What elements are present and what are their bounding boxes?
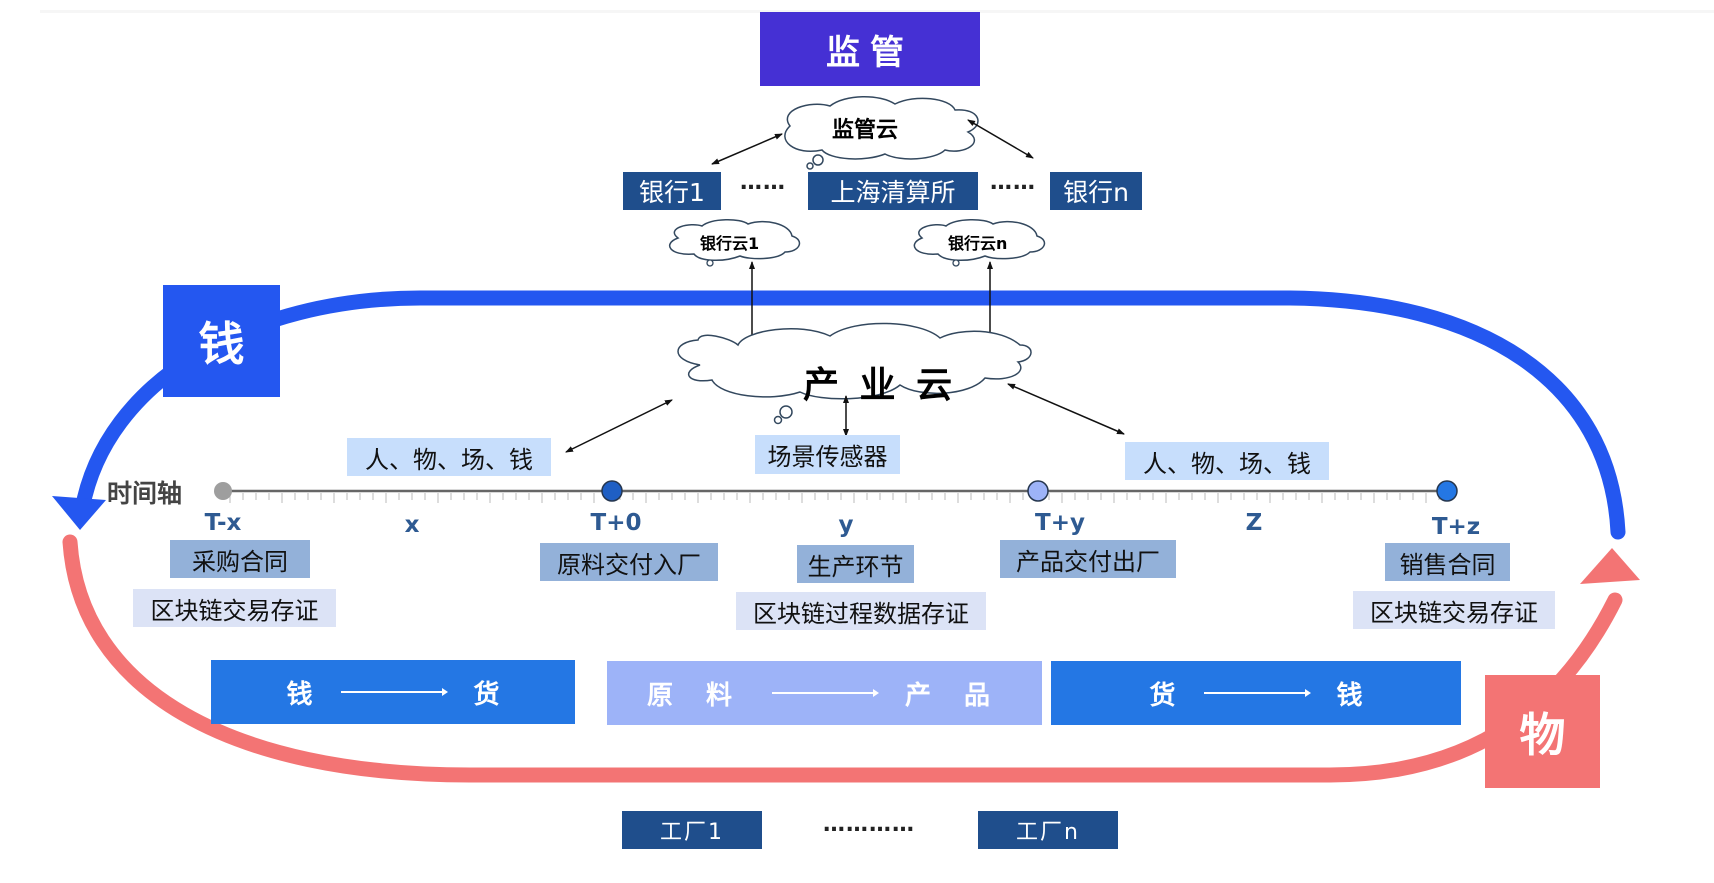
flow-money-to-goods: 钱 货 xyxy=(211,660,575,724)
supervision-to-bankn-arrow xyxy=(967,119,1034,159)
elements-right-box: 人、物、场、钱 xyxy=(1125,442,1329,480)
flow-arrow-icon xyxy=(1203,689,1311,697)
flow-from: 钱 xyxy=(286,679,313,710)
flow-goods-to-money: 货 钱 xyxy=(1051,661,1461,725)
point-label-t-minus-x: T-x xyxy=(204,510,242,536)
sensor-label: 场景传感器 xyxy=(767,443,888,471)
proof-left: 区块链交易存证 xyxy=(133,589,336,627)
event-label: 产品交付出厂 xyxy=(1016,547,1160,576)
interval-label-x: x xyxy=(404,512,420,538)
industry-to-left-elements-arrow xyxy=(565,399,673,453)
point-label-t-plus-y: T+y xyxy=(1035,510,1085,536)
event-material-delivery: 原料交付入厂 xyxy=(540,543,718,581)
top-divider xyxy=(40,10,1714,13)
flow-from: 原 料 xyxy=(646,680,744,711)
flow-to: 钱 xyxy=(1336,680,1363,711)
bank-1-box: 银行1 xyxy=(623,172,721,210)
bank-cloud-n-label: 银行云n xyxy=(948,234,1008,253)
event-purchase-contract: 采购合同 xyxy=(170,540,310,578)
clearing-house-label: 上海清算所 xyxy=(830,178,956,207)
flow-from: 货 xyxy=(1149,680,1176,711)
bank-1-label: 银行1 xyxy=(639,178,705,207)
supervision-to-bank1-arrow xyxy=(711,133,783,165)
industry-to-right-elements-arrow xyxy=(1007,383,1125,435)
supervision-title: 监管 xyxy=(826,32,914,73)
timeline-ticks xyxy=(229,493,1440,503)
bank-n-box: 银行n xyxy=(1050,172,1142,210)
factory-1-box: 工厂1 xyxy=(622,811,762,849)
timeline-dot-t-minus-x xyxy=(214,482,232,500)
goods-flow-arrowhead xyxy=(1580,548,1640,584)
supervision-box: 监管 xyxy=(760,12,980,86)
event-label: 生产环节 xyxy=(807,552,904,581)
bank-cloud-n-shape xyxy=(913,219,1046,267)
goods-flow-tag: 物 xyxy=(1485,675,1600,788)
interval-label-z: Z xyxy=(1245,510,1263,536)
money-flow-arc xyxy=(74,290,1626,540)
money-tag-label: 钱 xyxy=(198,317,245,371)
flow-arrow-icon xyxy=(772,689,879,697)
factory-ellipsis: ………… xyxy=(823,812,915,837)
point-label-t-plus-z: T+z xyxy=(1431,514,1481,540)
timeline-dot-t-plus-y xyxy=(1027,480,1049,502)
flow-to: 货 xyxy=(473,679,500,710)
timeline-dot-t-plus-0 xyxy=(601,480,623,502)
event-sales-contract: 销售合同 xyxy=(1385,543,1510,581)
bank-cloud-1-shape xyxy=(668,219,801,267)
factory-n-box: 工厂n xyxy=(978,811,1118,849)
bank-n-label: 银行n xyxy=(1063,178,1129,207)
flow-to: 产 品 xyxy=(905,680,1003,711)
goods-tag-label: 物 xyxy=(1519,707,1566,762)
proof-right: 区块链交易存证 xyxy=(1353,591,1555,629)
event-label: 采购合同 xyxy=(192,547,288,576)
money-flow-tag: 钱 xyxy=(163,285,280,397)
bank-cloud-1-label: 银行云1 xyxy=(700,234,760,253)
bank-ellipsis-left: …… xyxy=(740,170,786,195)
sensor-box: 场景传感器 xyxy=(755,435,900,474)
timeline-dot-t-plus-z xyxy=(1436,480,1458,502)
elements-right-label: 人、物、场、钱 xyxy=(1143,449,1311,478)
event-product-delivery: 产品交付出厂 xyxy=(1000,540,1176,578)
flow-material-to-product: 原 料 产 品 xyxy=(607,661,1042,725)
proof-middle: 区块链过程数据存证 xyxy=(736,592,986,630)
factory-1-label: 工厂1 xyxy=(660,820,724,845)
factory-n-label: 工厂n xyxy=(1016,820,1080,845)
money-flow-arrowhead xyxy=(52,496,106,530)
clearing-house-box: 上海清算所 xyxy=(808,172,978,210)
elements-left-box: 人、物、场、钱 xyxy=(347,438,551,476)
supervision-cloud-label: 监管云 xyxy=(832,118,899,143)
event-label: 销售合同 xyxy=(1399,550,1496,579)
event-production: 生产环节 xyxy=(797,545,914,583)
timeline-label: 时间轴 xyxy=(107,479,183,508)
bank-ellipsis-right: …… xyxy=(990,170,1036,195)
elements-left-label: 人、物、场、钱 xyxy=(365,445,533,474)
proof-label: 区块链交易存证 xyxy=(150,596,319,625)
event-label: 原料交付入厂 xyxy=(557,550,701,579)
proof-label: 区块链交易存证 xyxy=(1370,598,1538,627)
point-label-t-plus-0: T+0 xyxy=(590,510,642,536)
interval-label-y: y xyxy=(838,512,854,538)
industry-cloud-shape xyxy=(677,322,1032,425)
industry-cloud-label: 产 业 云 xyxy=(803,365,957,406)
flow-arrow-icon xyxy=(340,688,448,696)
proof-label: 区块链过程数据存证 xyxy=(753,599,969,628)
